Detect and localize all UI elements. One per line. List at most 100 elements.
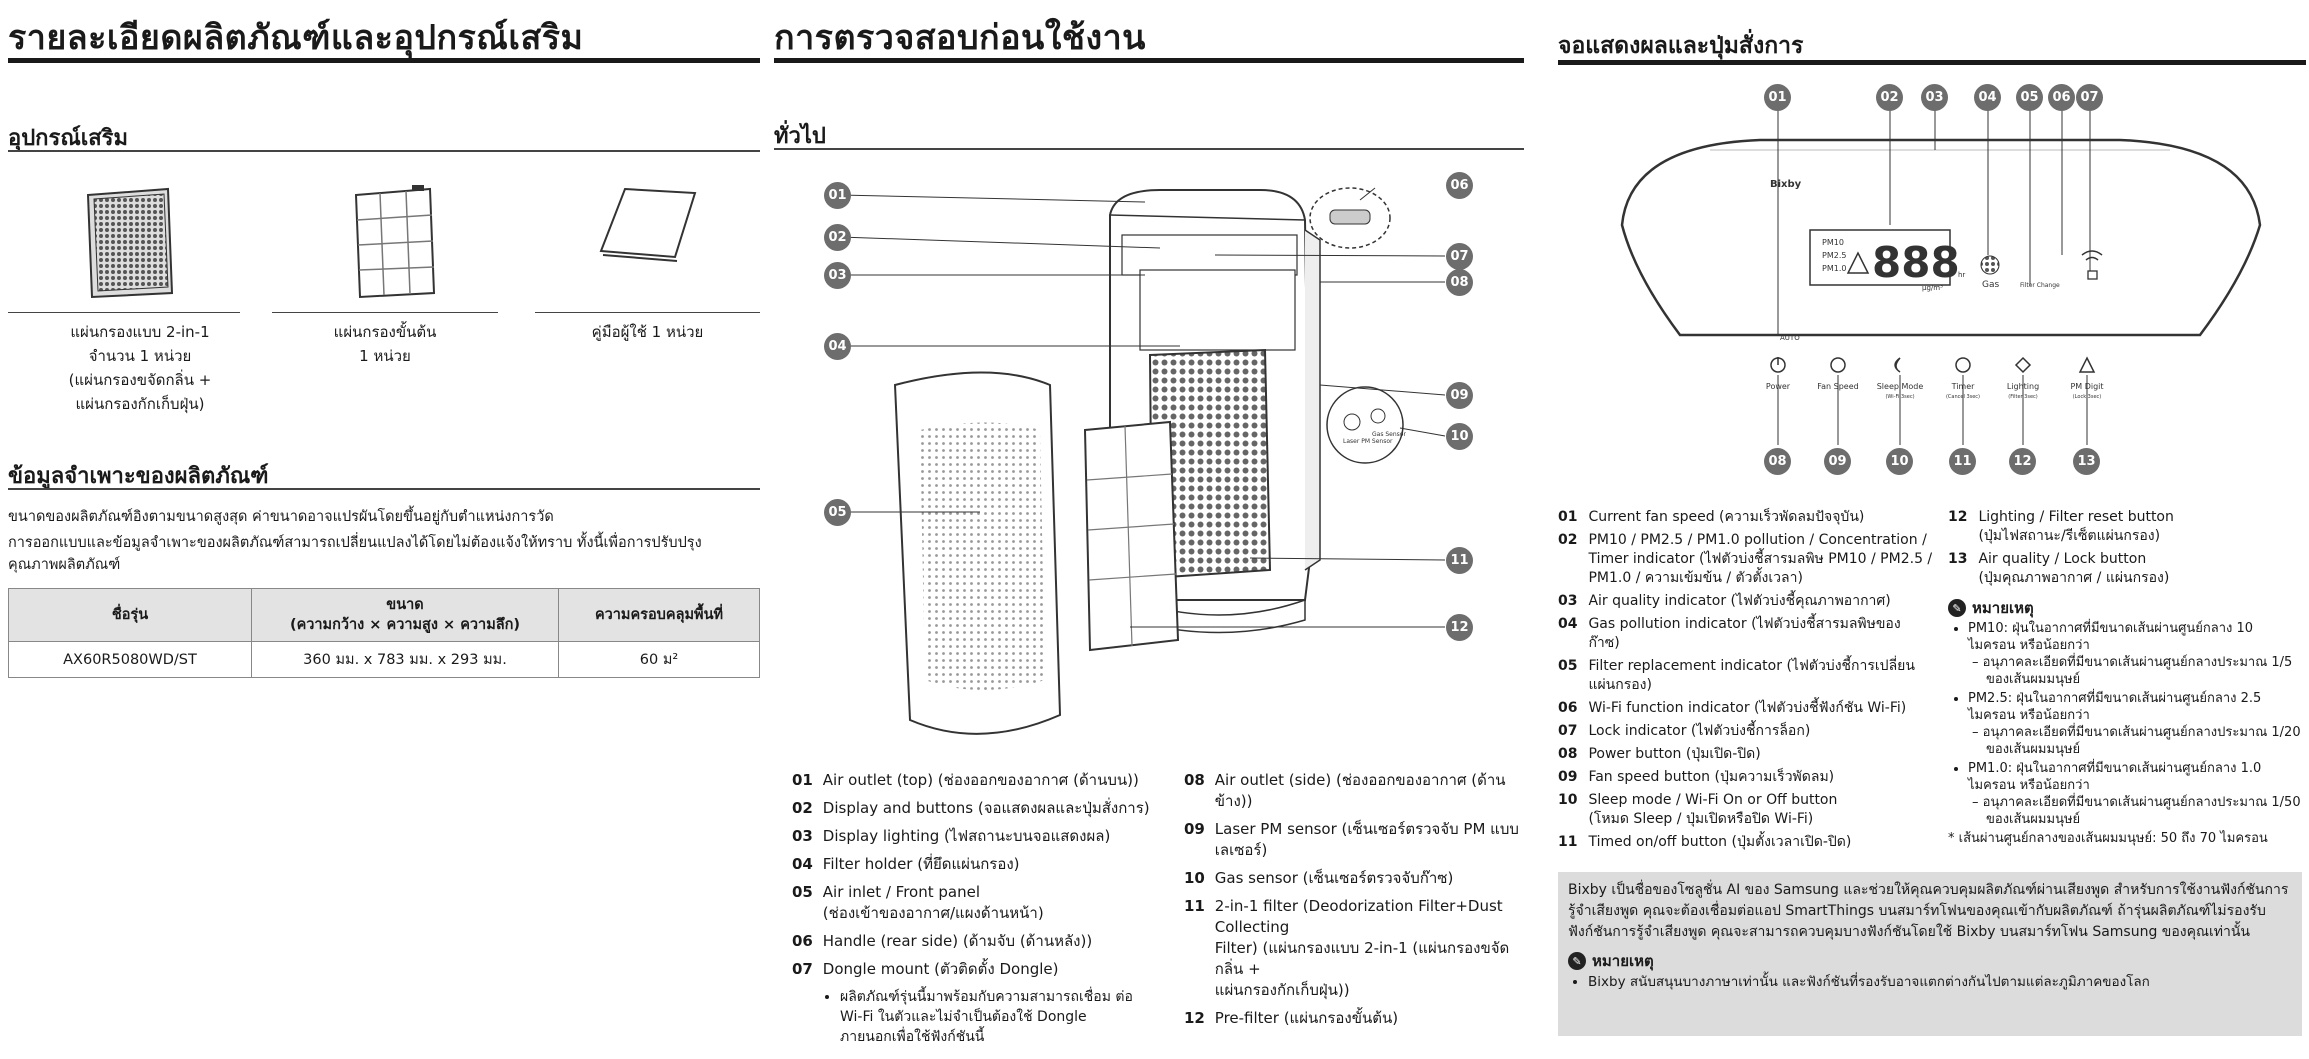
pm10b-label: PM1.0	[1822, 264, 1846, 273]
list-item: 06 Handle (rear side) (ด้ามจับ (ด้านหลัง…	[792, 932, 1093, 950]
callout-11: 11	[1446, 547, 1473, 574]
panel-callout-04: 04	[1974, 84, 2001, 111]
note-title: ✎ หมายเหตุ	[1568, 949, 2292, 973]
spec-paragraph-2: การออกแบบและข้อมูลจำเพาะของผลิตภัณฑ์สามา…	[8, 535, 702, 573]
list-item: 09 Laser PM sensor (เซ็นเซอร์ตรวจจับ PM …	[1184, 820, 1519, 859]
cell-size: 360 มม. x 783 มม. x 293 มม.	[251, 641, 559, 678]
panel-callout-03: 03	[1921, 84, 1948, 111]
brand-logo: Bixby	[1770, 179, 1802, 190]
panel-callout-13: 13	[2073, 448, 2100, 475]
accessories-heading: อุปกรณ์เสริม	[8, 126, 128, 151]
col-header-size: ขนาด (ความกว้าง × ความสูง × ความลึก)	[251, 588, 559, 642]
list-item: PM1.0: ฝุ่นในอากาศที่มีขนาดเส้นผ่านศูนย์…	[1968, 760, 2303, 828]
parts-legend-left: 01 Air outlet (top) (ช่องออกของอากาศ (ด้…	[792, 770, 1172, 1049]
panel-callout-12: 12	[2009, 448, 2036, 475]
heading-underline	[8, 488, 760, 490]
sensor-label-left: Laser PM Sensor	[1343, 438, 1393, 445]
list-item: 11 Timed on/off button (ปุ่มตั้งเวลาเปิด…	[1558, 834, 1852, 850]
general-heading: ทั่วไป	[774, 124, 826, 149]
page-title-display: จอแสดงผลและปุ่มสั่งการ	[1558, 33, 1804, 59]
pre-filter-image	[354, 185, 436, 299]
list-item: 09 Fan speed button (ปุ่มความเร็วพัดลม)	[1558, 769, 1835, 785]
display-legend-right: 12 Lighting / Filter reset button(ปุ่มไฟ…	[1948, 508, 2303, 847]
parts-legend-right: 08 Air outlet (side) (ช่องออกของอากาศ (ด…	[1184, 770, 1534, 1036]
gas-label: Gas	[1982, 280, 1999, 290]
list-item: PM2.5: ฝุ่นในอากาศที่มีขนาดเส้นผ่านศูนย์…	[1968, 690, 2303, 758]
note-icon: ✎	[1568, 952, 1586, 970]
list-item: 08 Power button (ปุ่มเปิด-ปิด)	[1558, 746, 1761, 762]
accessory-caption-filter: แผ่นกรองแบบ 2-in-1 จำนวน 1 หน่วย (แผ่นกร…	[68, 323, 212, 413]
title-underline	[774, 58, 1524, 63]
note-title: ✎ หมายเหตุ	[1948, 596, 2303, 620]
pm25-label: PM2.5	[1822, 251, 1846, 260]
list-item: 04 Gas pollution indicator (ไฟตัวบ่งชี้ส…	[1558, 616, 1901, 651]
list-item: 10 Gas sensor (เซ็นเซอร์ตรวจจับก๊าซ)	[1184, 869, 1454, 887]
callout-02: 02	[824, 224, 851, 251]
col-header-area: ความครอบคลุมพื้นที่	[558, 588, 760, 642]
list-item: 02 Display and buttons (จอแสดงผลและปุ่มส…	[792, 799, 1150, 817]
list-item: 12 Lighting / Filter reset button(ปุ่มไฟ…	[1948, 509, 2174, 544]
bixby-note: Bixby สนับสนุนบางภาษาเท่านั้น และฟังก์ชั…	[1588, 973, 2292, 991]
list-item: 06 Wi-Fi function indicator (ไฟตัวบ่งชี้…	[1558, 700, 1907, 716]
unit-label-ug: µg/m³	[1922, 284, 1943, 292]
user-manual-image	[599, 187, 697, 262]
control-panel-diagram: PM10 PM2.5 PM1.0 888 hr µg/m³ Gas Filter…	[1620, 93, 2262, 445]
list-item: 04 Filter holder (ที่ยึดแผ่นกรอง)	[792, 855, 1020, 873]
callout-06: 06	[1446, 172, 1473, 199]
list-item: 13 Air quality / Lock button(ปุ่มคุณภาพอ…	[1948, 551, 2170, 586]
unit-label-hr: hr	[1958, 271, 1965, 279]
list-item: 03 Air quality indicator (ไฟตัวบ่งชี้คุณ…	[1558, 593, 1891, 609]
divider	[272, 312, 498, 313]
panel-callout-10: 10	[1886, 448, 1913, 475]
list-item: 01 Current fan speed (ความเร็วพัดลมปัจจุ…	[1558, 509, 1865, 525]
callout-09: 09	[1446, 382, 1473, 409]
spec-paragraph-1: ขนาดของผลิตภัณฑ์อิงตามขนาดสูงสุด ค่าขนาด…	[8, 509, 554, 525]
panel-callout-02: 02	[1876, 84, 1903, 111]
table-row: AX60R5080WD/ST 360 มม. x 783 มม. x 293 ม…	[8, 641, 760, 678]
heading-underline	[8, 150, 760, 152]
air-purifier-diagram: Laser PM Sensor Gas Sensor	[839, 187, 1446, 735]
list-item: 08 Air outlet (side) (ช่องออกของอากาศ (ด…	[1184, 771, 1506, 810]
callout-07: 07	[1446, 243, 1473, 270]
panel-callout-07: 07	[2076, 84, 2103, 111]
cell-area: 60 ม²	[558, 641, 760, 678]
heading-underline	[774, 148, 1524, 150]
list-item: 12 Pre-filter (แผ่นกรองขั้นต้น)	[1184, 1009, 1399, 1027]
list-item: 01 Air outlet (top) (ช่องออกของอากาศ (ด้…	[792, 771, 1139, 789]
panel-callout-06: 06	[2048, 84, 2075, 111]
callout-10: 10	[1446, 423, 1473, 450]
list-item: 11 2-in-1 filter (Deodorization Filter+D…	[1184, 897, 1510, 999]
footnote: * เส้นผ่านศูนย์กลางของเส้นผมมนุษย์: 50 ถ…	[1948, 831, 2268, 846]
panel-callout-08: 08	[1764, 448, 1791, 475]
page-title-inspection: การตรวจสอบก่อนใช้งาน	[774, 18, 1146, 58]
panel-callout-01: 01	[1764, 84, 1791, 111]
col-header-model: ชื่อรุ่น	[8, 588, 252, 642]
dongle-note: ผลิตภัณฑ์รุ่นนี้มาพร้อมกับความสามารถเชื่…	[840, 987, 1140, 1047]
panel-callout-11: 11	[1949, 448, 1976, 475]
display-legend-left: 01 Current fan speed (ความเร็วพัดลมปัจจุ…	[1558, 508, 1948, 856]
title-underline	[1558, 60, 2306, 65]
list-item: PM10: ฝุ่นในอากาศที่มีขนาดเส้นผ่านศูนย์ก…	[1968, 620, 2303, 688]
bixby-description: Bixby เป็นชื่อของโซลูชั่น AI ของ Samsung…	[1568, 882, 2289, 940]
title-underline	[8, 58, 760, 63]
callout-04: 04	[824, 333, 851, 360]
list-item: 02 PM10 / PM2.5 / PM1.0 pollution / Conc…	[1558, 532, 1933, 586]
callout-03: 03	[824, 262, 851, 289]
sensor-label-right: Gas Sensor	[1372, 431, 1406, 438]
list-item: 03 Display lighting (ไฟสถานะบนจอแสดงผล)	[792, 827, 1111, 845]
digit-display: 888	[1872, 238, 1960, 287]
page-title-accessories: รายละเอียดผลิตภัณฑ์และอุปกรณ์เสริม	[8, 18, 584, 58]
bixby-info-box: Bixby เป็นชื่อของโซลูชั่น AI ของ Samsung…	[1558, 872, 2302, 1036]
panel-callout-05: 05	[2016, 84, 2043, 111]
panel-callout-09: 09	[1824, 448, 1851, 475]
divider	[8, 312, 240, 313]
divider	[535, 312, 760, 313]
cell-model: AX60R5080WD/ST	[8, 641, 252, 678]
callout-01: 01	[824, 182, 851, 209]
spec-table: ชื่อรุ่น ขนาด (ความกว้าง × ความสูง × ควา…	[8, 588, 760, 678]
two-in-one-filter-image	[86, 187, 174, 299]
accessory-caption-prefilter: แผ่นกรองขั้นต้น 1 หน่วย	[333, 323, 437, 365]
list-item: 05 Filter replacement indicator (ไฟตัวบ่…	[1558, 658, 1915, 693]
list-item: 05 Air inlet / Front panel(ช่องเข้าของอา…	[792, 883, 1044, 922]
list-item: 10 Sleep mode / Wi-Fi On or Off button(โ…	[1558, 792, 1838, 827]
